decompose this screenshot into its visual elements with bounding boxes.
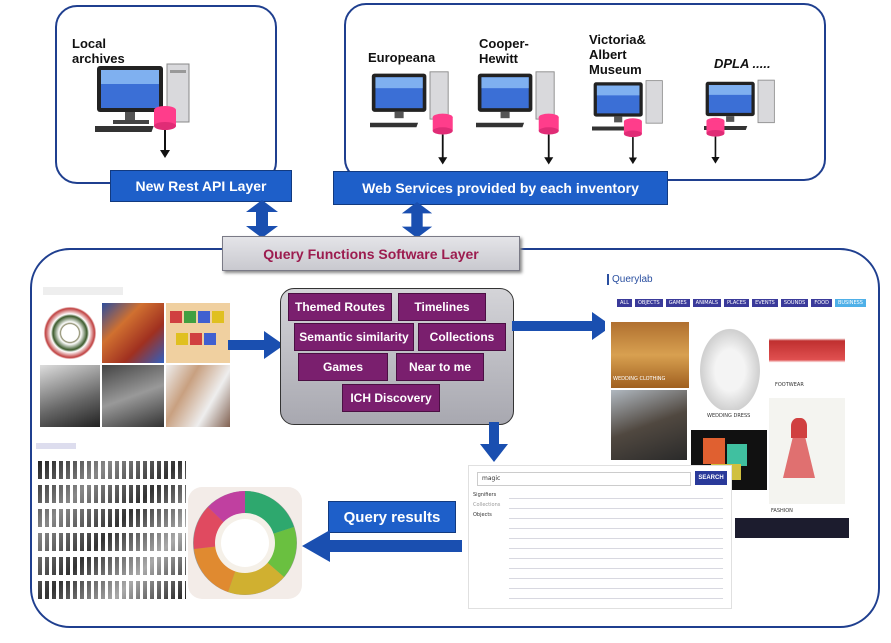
tab-places[interactable]: PLACES xyxy=(724,299,750,307)
photographer-image xyxy=(40,365,100,427)
near-to-me-button[interactable]: Near to me xyxy=(396,353,484,381)
search-button[interactable]: SEARCH xyxy=(695,471,727,485)
search-screenshot: magic SEARCH Signifiers Collections Obje… xyxy=(468,465,732,609)
va-museum-computer-icon xyxy=(592,80,663,165)
arrow-to-results-icon xyxy=(302,530,462,562)
source-cooper-hewitt-label: Cooper- Hewitt xyxy=(479,36,529,66)
sidebar-signifiers[interactable]: Signifiers xyxy=(473,492,497,498)
sunburst-chart xyxy=(188,487,302,599)
themed-routes-button[interactable]: Themed Routes xyxy=(288,293,392,321)
tab-games[interactable]: GAMES xyxy=(665,299,690,307)
timelines-button[interactable]: Timelines xyxy=(398,293,486,321)
dpla-computer-icon xyxy=(704,79,775,164)
double-arrow-right-icon xyxy=(401,202,433,238)
collections-button[interactable]: Collections xyxy=(418,323,506,351)
double-arrow-left-icon xyxy=(246,200,278,238)
tab-business[interactable]: BUSINESS xyxy=(834,299,866,307)
semantic-similarity-button[interactable]: Semantic similarity xyxy=(294,323,414,351)
querylab-logo: Querylab xyxy=(607,274,653,285)
querylab-footer xyxy=(735,518,849,538)
wedding-dress-image xyxy=(695,322,765,410)
photos-table-image xyxy=(102,365,164,427)
europeana-computer-icon xyxy=(370,71,453,165)
tab-food[interactable]: FOOD xyxy=(811,299,832,307)
photo-frames-image xyxy=(166,365,230,427)
playtime-blocks-image xyxy=(166,303,230,363)
people-photo-image xyxy=(611,390,687,460)
local-archives-computer-icon xyxy=(95,63,190,158)
source-va-museum-label: Victoria& Albert Museum xyxy=(589,32,646,77)
cooper-hewitt-computer-icon xyxy=(476,71,559,165)
games-button[interactable]: Games xyxy=(298,353,388,381)
fashion-sketch-image xyxy=(769,398,845,504)
sidebar-collections[interactable]: Collections xyxy=(473,502,501,508)
local-archives-label: Local archives xyxy=(72,36,125,66)
photo-grid xyxy=(38,461,186,599)
caption-wedding-clothing: WEDDING CLOTHING xyxy=(613,376,666,382)
caption-footwear: FOOTWEAR xyxy=(775,382,804,388)
search-input[interactable]: magic xyxy=(477,472,691,486)
source-europeana-label: Europeana xyxy=(368,50,436,65)
footwear-image xyxy=(769,322,845,376)
querylab-tabs: ALL OBJECTS GAMES ANIMALS PLACES EVENTS … xyxy=(617,299,866,307)
arrow-to-querylab-icon xyxy=(512,312,612,340)
query-results-label: Query results xyxy=(328,501,456,533)
tab-events[interactable]: EVENTS xyxy=(752,299,778,307)
web-services-layer-bar: Web Services provided by each inventory xyxy=(333,171,668,205)
result-lines xyxy=(509,492,723,604)
ornament-image xyxy=(40,303,100,363)
rest-api-layer-bar: New Rest API Layer xyxy=(110,170,292,202)
tab-sounds[interactable]: SOUNDS xyxy=(780,299,809,307)
tab-objects[interactable]: OBJECTS xyxy=(635,299,663,307)
photo-grid-screenshot xyxy=(36,443,188,603)
wedding-clothing-image xyxy=(611,322,689,388)
caption-fashion: FASHION xyxy=(771,508,793,514)
sidebar-objects[interactable]: Objects xyxy=(473,512,492,518)
arrow-down-icon xyxy=(480,422,508,462)
arrow-to-functions-icon xyxy=(228,331,284,359)
coral-image xyxy=(102,303,164,363)
query-functions-layer: Query Functions Software Layer xyxy=(222,236,520,271)
tab-animals[interactable]: ANIMALS xyxy=(692,299,722,307)
ich-discovery-button[interactable]: ICH Discovery xyxy=(342,384,440,412)
source-dpla-label: DPLA ..... xyxy=(714,56,771,71)
image-collage xyxy=(40,287,230,427)
tab-all[interactable]: ALL xyxy=(617,299,632,307)
caption-wedding-dress: WEDDING DRESS xyxy=(707,413,751,419)
